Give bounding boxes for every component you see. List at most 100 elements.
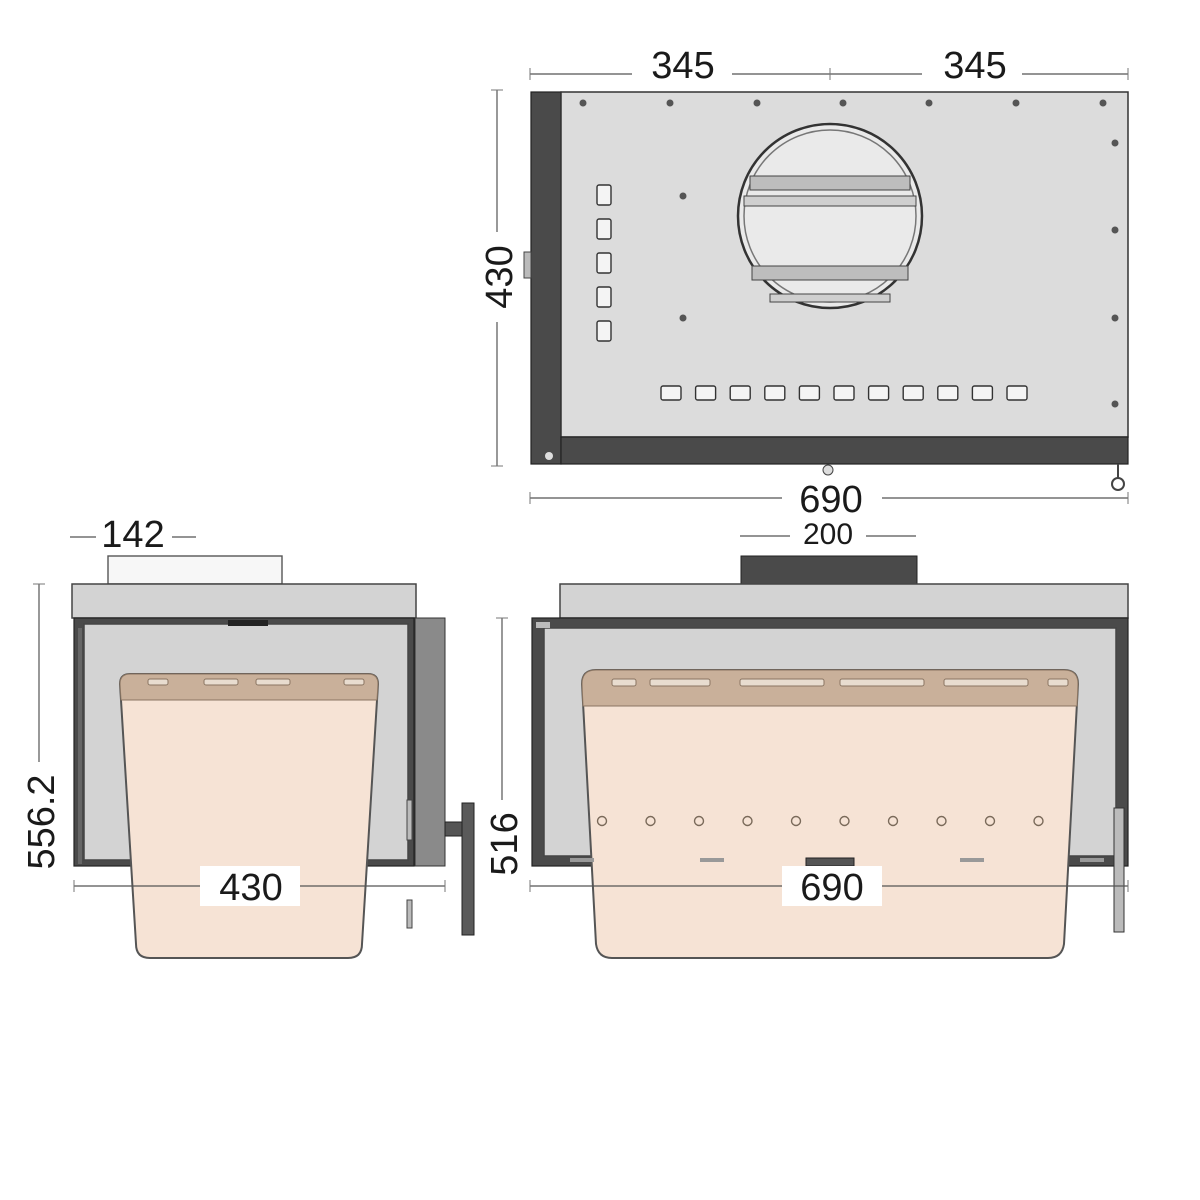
fixing-dot [753, 99, 761, 107]
hinge-edge [78, 628, 82, 864]
air-hole [742, 815, 753, 827]
dim-label-bg [478, 232, 518, 322]
vent-slot [694, 385, 717, 401]
baffle-bar [743, 195, 917, 207]
vent-slot [798, 385, 821, 401]
front-top-plate [559, 583, 1129, 619]
vent-slot [833, 385, 855, 401]
left-frame-strip [530, 91, 562, 465]
dim-label-top-height: 430 [479, 245, 521, 308]
side-view: 142 556.2 430 [20, 514, 475, 959]
front-frame-strip [560, 436, 1129, 465]
air-hole [790, 815, 802, 827]
air-hole [693, 815, 705, 827]
dim-label-front-flue: 200 [803, 518, 853, 551]
air-hole [1033, 815, 1044, 827]
front-glass-window [580, 669, 1080, 959]
foot-mark [700, 858, 724, 862]
dim-label-bg [632, 44, 732, 84]
dim-label-bg [200, 866, 300, 906]
fixing-dots [579, 99, 1119, 408]
dim-label-top-width: 690 [799, 479, 862, 521]
band-slot [147, 678, 169, 686]
air-hole [887, 815, 899, 827]
air-hole [596, 815, 608, 827]
side-glass-window [118, 673, 380, 959]
fixing-dot [1111, 139, 1119, 147]
band-slot [611, 678, 637, 687]
vent-slot [660, 385, 682, 401]
vent-slot [971, 385, 994, 401]
fixing-dot [1012, 99, 1020, 107]
vent-slot [764, 385, 786, 401]
vent-slot [596, 218, 612, 240]
band-slot [649, 678, 711, 687]
vent-slot [729, 385, 751, 401]
corner-bolt [545, 452, 553, 460]
dim-label-bg [922, 44, 1022, 84]
band-slot [343, 678, 365, 686]
side-latch [406, 899, 413, 929]
front-door-handle [1113, 807, 1125, 933]
hinge-mark [536, 622, 550, 628]
vent-slot [596, 184, 612, 206]
side-bracket [523, 251, 532, 279]
vent-slot [867, 385, 890, 401]
band-slot [1047, 678, 1069, 687]
dim-label-front-width: 690 [800, 867, 863, 909]
front-glass-band [581, 669, 1079, 707]
dim-label-side-flue: 142 [101, 514, 164, 556]
band-slot [739, 678, 825, 687]
front-flue-collar [740, 555, 918, 585]
vent-slot [902, 385, 924, 401]
front-band-slots [611, 678, 1069, 687]
dim-label-bg [782, 478, 882, 518]
fixing-dot [925, 99, 933, 107]
side-depth-strip [414, 617, 446, 867]
dim-label-bg [96, 514, 172, 554]
foot-mark [570, 858, 594, 862]
band-slot [943, 678, 1029, 687]
fixing-dot [1111, 314, 1119, 322]
fixing-dot [1099, 99, 1107, 107]
foot-mark [960, 858, 984, 862]
bottom-vent-row [660, 385, 1028, 401]
fixing-dot [666, 99, 674, 107]
vent-slot [596, 252, 612, 274]
flue-opening [736, 122, 924, 310]
dim-label-top-left: 345 [651, 45, 714, 87]
front-air-holes [596, 815, 1044, 827]
side-top-plate [71, 583, 417, 619]
dim-label-bg [20, 762, 60, 882]
top-view: 345 345 430 690 [478, 44, 1129, 521]
dim-label-side-height: 556.2 [21, 774, 63, 869]
baffle-bar [769, 293, 891, 303]
fixing-dot [1111, 226, 1119, 234]
side-glass-band [119, 673, 379, 701]
foot-mark [1080, 858, 1104, 862]
band-slot [839, 678, 925, 687]
fixing-dot [679, 314, 687, 322]
side-handle-bar [461, 802, 475, 936]
front-bottom-latch [805, 857, 855, 867]
air-hole [645, 815, 656, 827]
fixing-dot [1111, 400, 1119, 408]
dim-label-bg [782, 866, 882, 906]
fixing-dot [839, 99, 847, 107]
band-slot [203, 678, 239, 686]
handle-ring [1111, 477, 1125, 491]
fixing-dot [679, 192, 687, 200]
dim-label-bg [790, 518, 866, 552]
side-top-latch [228, 620, 268, 626]
front-view: 200 516 690 [484, 518, 1129, 959]
baffle-bar [751, 265, 909, 281]
dim-label-top-right: 345 [943, 45, 1006, 87]
dim-label-bg [484, 800, 524, 890]
dim-label-front-height: 516 [484, 812, 526, 875]
air-hole [984, 815, 996, 827]
side-flue-collar [107, 555, 283, 585]
left-vent-column [596, 184, 612, 342]
vent-slot [596, 320, 612, 342]
air-hole [936, 815, 947, 827]
